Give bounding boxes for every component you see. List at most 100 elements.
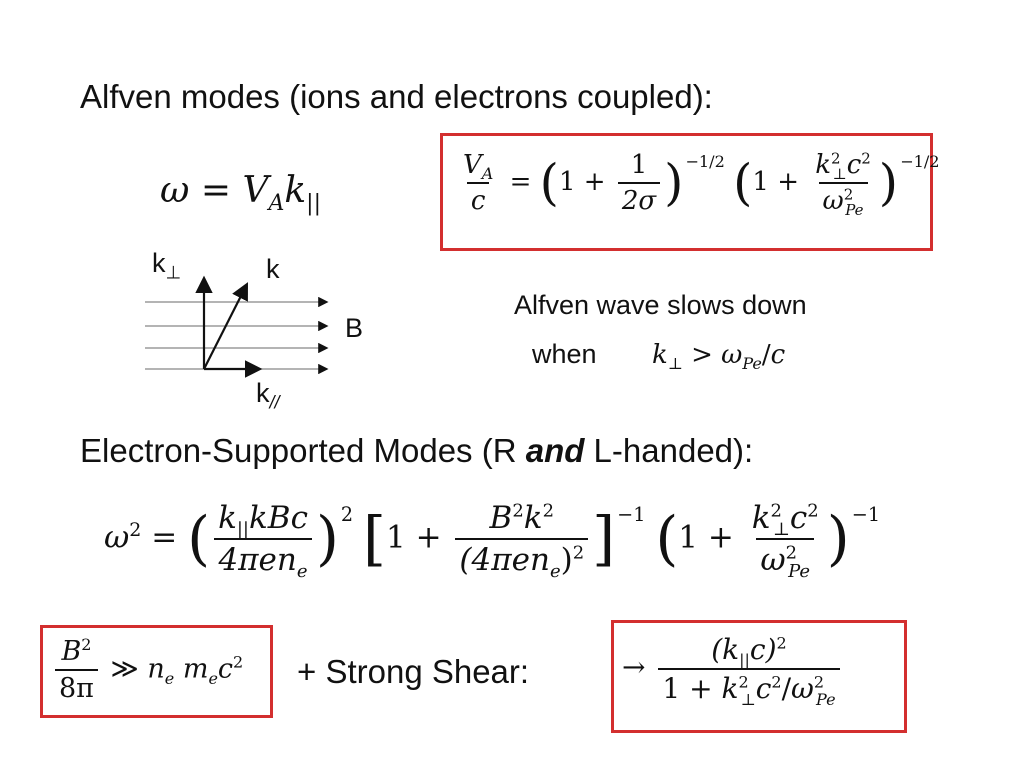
wavevector-diagram [145,275,329,378]
subscript: e [296,561,308,583]
right-paren: ) [664,153,684,212]
plus-sign: + [707,519,734,556]
b-symbol: B [489,500,513,536]
subscript: Pe [845,201,864,220]
left-paren: ( [187,503,211,573]
k-symbol: k [721,672,739,705]
second-fraction: B2k2 (4πene)2 [455,500,589,581]
slowdown-text: Alfven wave slows down [514,290,807,320]
omega-symbol: ω [160,170,190,211]
c-symbol: c [770,340,786,370]
superscript: 2 [785,542,798,564]
left-paren: ( [539,153,559,212]
subscript: || [236,519,249,541]
one-term: 1 [662,672,681,705]
heading-part: Electron-Supported Modes (R [80,432,526,469]
superscript: 2 [776,633,787,653]
much-greater-than: ≫ [110,653,139,685]
superscript: 2 [831,149,841,168]
k-perp-label: k⊥ [152,248,181,281]
subscript: Pe [788,561,811,583]
exponent: −1/2 [685,152,725,172]
omega-symbol: ω [104,519,130,556]
superscript: 2 [813,672,825,692]
subscript: ⊥ [832,165,847,184]
third-fraction: k2⊥c2 ω2Pe [748,500,823,581]
va-symbol: V [463,150,482,180]
k-subscript: || [306,191,321,217]
equals-sign: = [509,167,532,197]
one-term: 1 [558,167,576,197]
heading-part: L-handed): [584,432,754,469]
subscript: Pe [816,689,836,709]
k-symbol: k [152,248,166,278]
omega-symbol: ω [721,340,743,370]
n-symbol: n [147,653,165,685]
subscript: ⊥ [740,689,756,709]
heading-alfven-modes: Alfven modes (ions and electrons coupled… [80,78,713,115]
subscript: // [269,392,280,413]
superscript: 2 [770,500,782,522]
superscript: 2 [738,672,749,692]
k-arrow [203,282,248,370]
k-label: k [266,254,280,284]
strong-shear-equation: → (k||c)2 1 + k2⊥c2/ω2Pe [622,633,844,707]
superscript: 2 [771,672,782,692]
subscript: ⊥ [772,519,790,541]
alfven-dispersion-equation: ω = VAk|| [160,170,321,215]
k-perp-c-over-omega-fraction: k2⊥c2 ω2Pe [811,149,875,220]
fraction-numerator: 1 [630,150,648,180]
subscript: e [208,668,218,688]
c-symbol: c [789,500,808,536]
denominator: (4πen [459,542,550,578]
numerator-rest: c) [749,633,777,666]
exponent: −1 [617,502,646,526]
right-paren: ) [315,503,339,573]
equals-sign: = [200,170,231,211]
one-term: 1 [385,519,406,556]
superscript: 2 [233,652,244,672]
exponent: −1/2 [900,152,940,172]
right-arrow-icon: → [622,650,646,684]
denominator: 4πen [218,542,297,578]
v-subscript: A [268,191,285,217]
omega-symbol: ω [822,186,844,216]
superscript: 2 [129,519,142,542]
k-symbol: k [256,378,270,408]
heading-emphasis: and [525,432,585,469]
left-paren: ( [733,153,753,212]
subscript: e [549,561,561,583]
strong-shear-label: + Strong Shear: [297,653,530,690]
superscript: 2 [572,542,585,564]
b-squared-over-8pi-fraction: B2 8π [55,636,98,704]
equals-sign: = [151,519,178,556]
plus-sign: + [583,167,606,197]
one-term: 1 [678,519,699,556]
plus-sign: + [777,167,799,197]
omega-symbol: ω [760,542,786,578]
superscript: 2 [542,500,555,522]
k-symbol: k [218,500,237,536]
right-bracket: ] [592,503,616,573]
k-symbol: k [815,150,832,180]
beta-condition-equation: B2 8π ≫ ne mec2 [51,636,243,704]
v-symbol: V [242,170,269,211]
b-symbol: B [61,636,82,667]
k-symbol: k [751,500,771,536]
left-bracket: [ [363,503,386,573]
denominator: 8π [55,669,98,704]
alfven-speed-box: VA c = (1 + 1 2σ )−1/2 (1 + k2⊥c2 ω2Pe )… [440,133,940,251]
va-over-c-fraction: VA c [459,150,497,216]
c-symbol: c [755,672,772,705]
k-symbol: k [652,340,668,370]
superscript: 2 [81,635,92,654]
right-paren: ) [826,503,850,573]
m-symbol: m [182,653,209,685]
superscript: 2 [512,500,524,522]
beta-condition-box: B2 8π ≫ ne mec2 [40,625,273,718]
superscript: 2 [807,500,819,522]
k-par-label: k// [256,378,280,413]
subscript: ⊥ [667,354,683,374]
exponent: −1 [851,502,881,526]
c-symbol: c [217,653,234,685]
